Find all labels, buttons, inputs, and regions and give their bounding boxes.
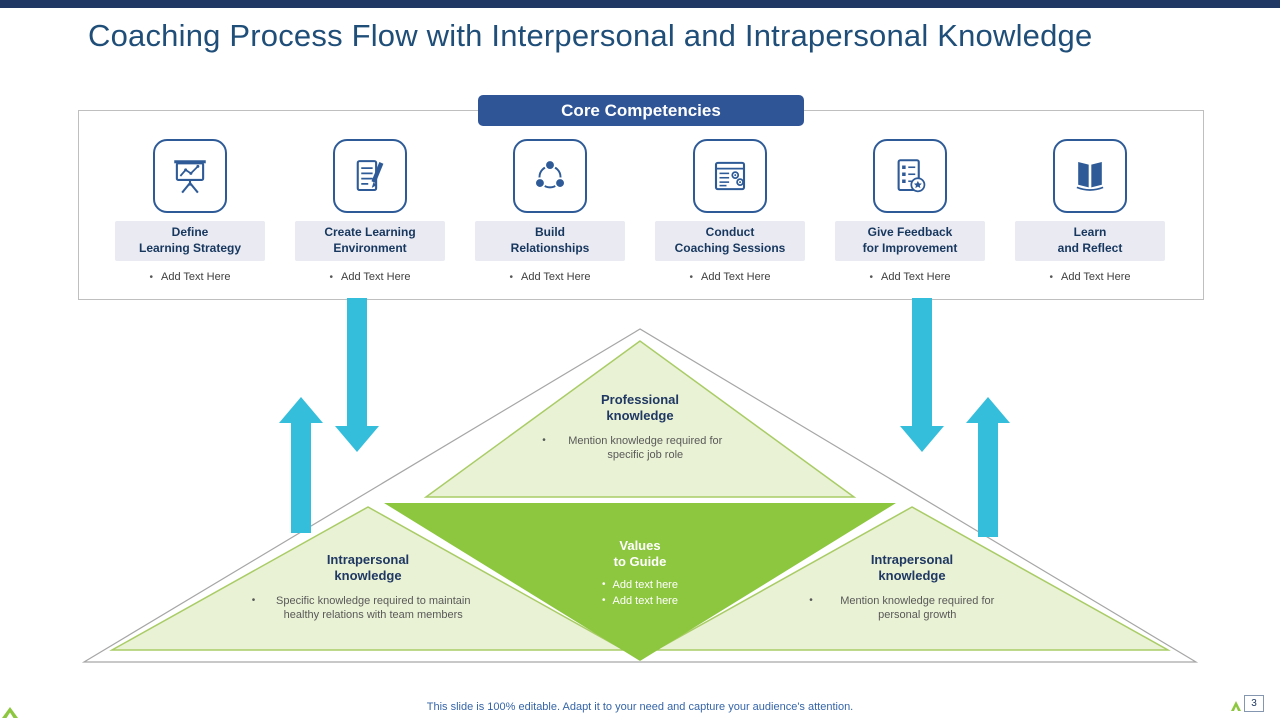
competency-label: Give Feedback for Improvement: [835, 221, 985, 261]
competency-column: Define Learning Strategy Add Text Here: [100, 139, 280, 283]
competency-column: Learn and Reflect Add Text Here: [1000, 139, 1180, 283]
professional-knowledge-block: Professional knowledge Mention knowledge…: [520, 392, 760, 462]
intrapersonal-left-block: Intrapersonal knowledge Specific knowled…: [238, 552, 498, 622]
coaching-report-icon: [714, 161, 746, 191]
add-text-placeholder[interactable]: Add Text Here: [689, 271, 771, 283]
flow-arrow-up-left: [279, 397, 323, 533]
core-competencies-header: Core Competencies: [478, 95, 804, 126]
checklist-pencil-icon: [356, 160, 384, 192]
competency-column: Build Relationships Add Text Here: [460, 139, 640, 283]
values-block: Values to Guide Add text here Add text h…: [540, 538, 740, 607]
professional-knowledge-bullet: Mention knowledge required for specific …: [520, 434, 760, 463]
add-text-placeholder[interactable]: Add Text Here: [329, 271, 411, 283]
page-number-badge: 3: [1244, 695, 1264, 712]
values-bullet[interactable]: Add text here: [540, 579, 740, 591]
icon-box: [693, 139, 767, 213]
competency-columns: Define Learning Strategy Add Text Here C…: [100, 139, 1180, 283]
values-bullet[interactable]: Add text here: [540, 595, 740, 607]
open-book-icon: [1076, 162, 1104, 191]
competency-label: Conduct Coaching Sessions: [655, 221, 805, 261]
competency-label: Build Relationships: [475, 221, 625, 261]
network-circles-icon: [534, 159, 566, 189]
competency-column: Give Feedback for Improvement Add Text H…: [820, 139, 1000, 283]
add-text-placeholder[interactable]: Add Text Here: [149, 271, 231, 283]
page-title: Coaching Process Flow with Interpersonal…: [88, 18, 1093, 53]
flow-arrow-up-right: [966, 397, 1010, 537]
competency-column: Conduct Coaching Sessions Add Text Here: [640, 139, 820, 283]
intrapersonal-left-bullet: Specific knowledge required to maintain …: [238, 594, 498, 623]
competency-label: Create Learning Environment: [295, 221, 445, 261]
intrapersonal-right-title: Intrapersonal knowledge: [870, 552, 954, 584]
icon-box: [513, 139, 587, 213]
logo-fragment: [2, 707, 18, 718]
icon-box: [153, 139, 227, 213]
feedback-checklist-icon: [897, 159, 926, 193]
add-text-placeholder[interactable]: Add Text Here: [1049, 271, 1131, 283]
intrapersonal-left-title: Intrapersonal knowledge: [326, 552, 410, 584]
competency-label: Define Learning Strategy: [115, 221, 265, 261]
professional-knowledge-title: Professional knowledge: [600, 392, 680, 424]
corner-green-mark: [1231, 701, 1241, 711]
intrapersonal-right-bullet: Mention knowledge required for personal …: [792, 594, 1032, 623]
flow-arrow-down-right: [900, 298, 944, 452]
competency-label: Learn and Reflect: [1015, 221, 1165, 261]
competency-column: Create Learning Environment Add Text Her…: [280, 139, 460, 283]
add-text-placeholder[interactable]: Add Text Here: [869, 271, 951, 283]
flow-arrow-down-left: [335, 298, 379, 452]
intrapersonal-right-block: Intrapersonal knowledge Mention knowledg…: [792, 552, 1032, 622]
top-accent-bar: [0, 0, 1280, 8]
icon-box: [1053, 139, 1127, 213]
icon-box: [873, 139, 947, 213]
values-title: Values to Guide: [613, 538, 667, 570]
presentation-chart-icon: [174, 160, 206, 194]
icon-box: [333, 139, 407, 213]
editable-note: This slide is 100% editable. Adapt it to…: [426, 701, 854, 713]
add-text-placeholder[interactable]: Add Text Here: [509, 271, 591, 283]
